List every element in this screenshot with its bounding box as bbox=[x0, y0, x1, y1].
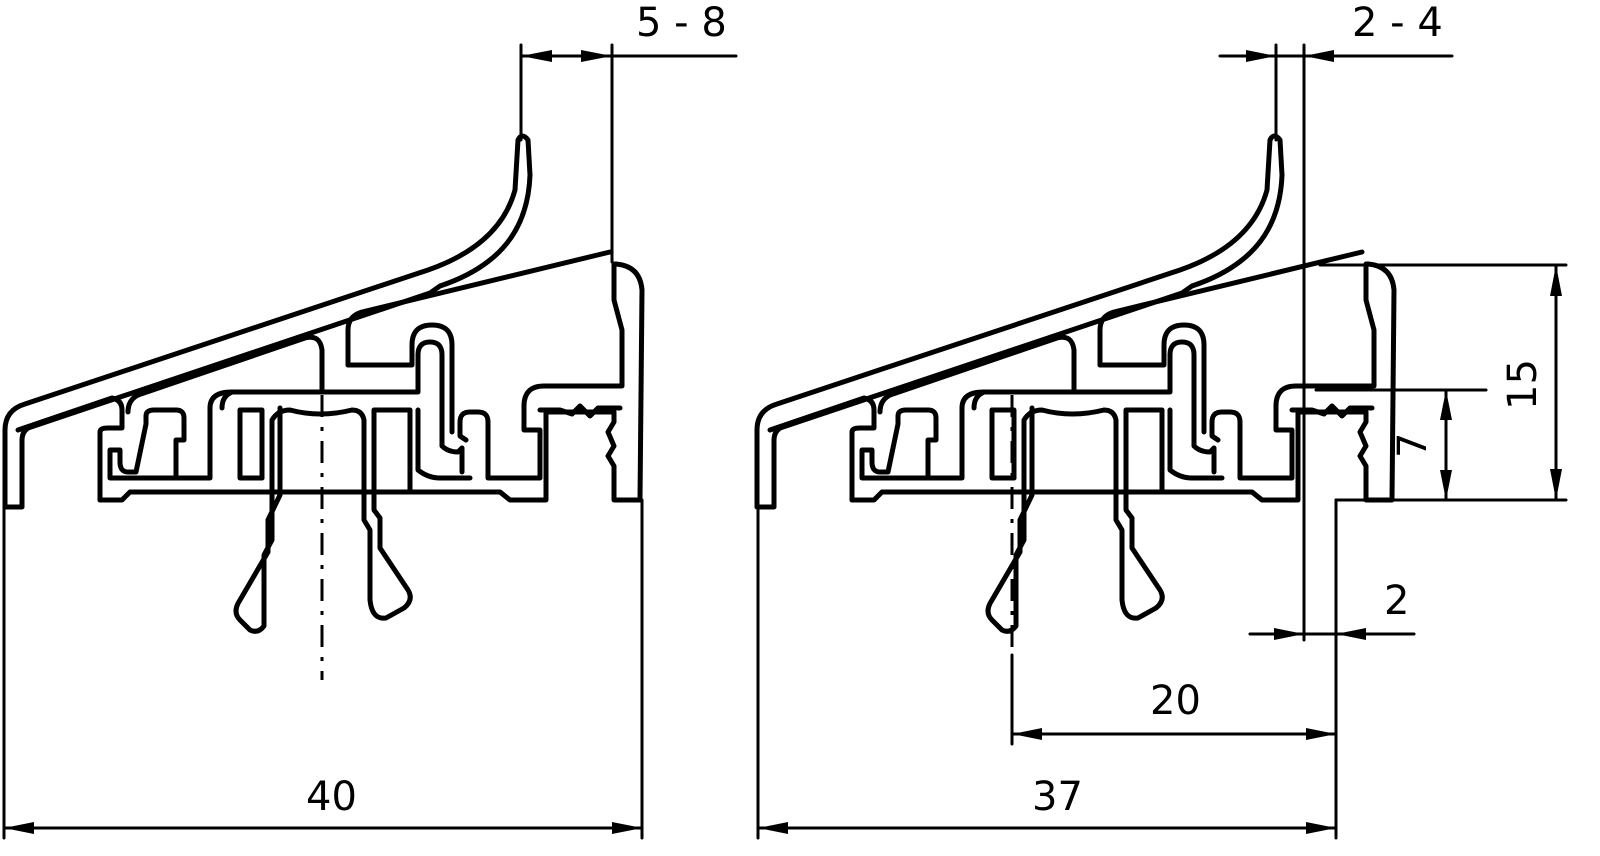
dim-gap-left: 5 - 8 bbox=[636, 0, 727, 46]
right-profile bbox=[757, 136, 1394, 650]
left-dim-width: 40 bbox=[2, 498, 644, 840]
dim-wall: 2 bbox=[1384, 578, 1409, 624]
dim-axis-edge: 20 bbox=[1150, 678, 1201, 724]
right-dim-wall: 2 bbox=[1248, 498, 1416, 840]
dim-width-left: 40 bbox=[306, 774, 357, 820]
right-dim-axis: 20 bbox=[1010, 653, 1338, 746]
dim-gap-right: 2 - 4 bbox=[1352, 0, 1443, 46]
right-dim-top: 2 - 4 bbox=[1218, 0, 1454, 642]
right-dim-heights: 15 7 bbox=[1314, 263, 1568, 502]
left-dim-top: 5 - 8 bbox=[519, 0, 738, 264]
left-profile bbox=[5, 136, 642, 680]
dim-height-lower: 7 bbox=[1390, 433, 1436, 458]
dim-width-right: 37 bbox=[1032, 774, 1083, 820]
right-dim-width: 37 bbox=[756, 505, 1338, 840]
dim-height-total: 15 bbox=[1500, 359, 1546, 410]
